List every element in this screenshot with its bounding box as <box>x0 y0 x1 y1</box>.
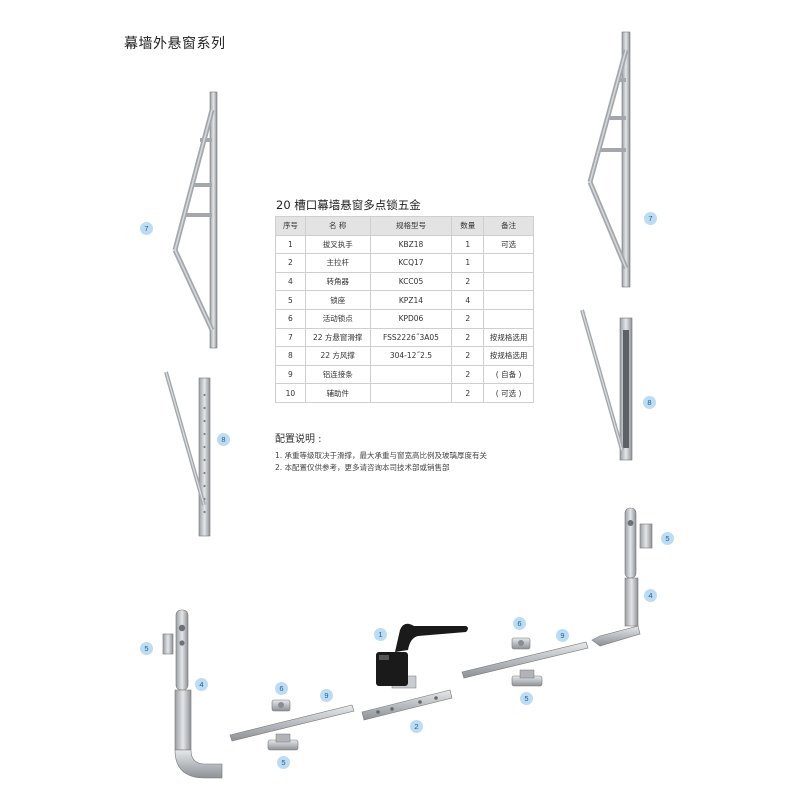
cell-qty: 2 <box>451 383 485 403</box>
cell-remark <box>483 271 534 292</box>
cell-qty: 2 <box>451 271 485 292</box>
cell-model: KPD06 <box>369 308 453 329</box>
table-row: 7 22 方悬窗滑撑 FSS2226˝3A05 2 按规格选用 <box>275 327 534 348</box>
cell-index: 4 <box>275 271 306 292</box>
note-line: 1. 承重等级取决于滑撑，最大承重与窗宽高比例及玻璃厚度有关 <box>275 451 488 460</box>
table-row: 8 22 方风撑 304-12˝2.5 2 按规格选用 <box>275 346 534 366</box>
cell-qty: 1 <box>451 234 485 255</box>
table-row: 2 主拉杆 KCQ17 1 <box>275 253 534 273</box>
cell-index: 7 <box>275 327 306 348</box>
cell-name: 辅助件 <box>304 383 371 403</box>
callout-badge-hinge-left: 7 <box>140 222 153 235</box>
cell-remark <box>483 253 534 273</box>
cell-qty: 4 <box>451 290 485 310</box>
cell-index: 8 <box>275 346 306 366</box>
callout-badge-keeper-left-top: 5 <box>140 642 153 655</box>
spec-table: 序号 名 称 规格型号 数量 备注 1 拔叉执手 KBZ18 1 可选 2 主拉… <box>275 216 534 403</box>
cell-name: 主拉杆 <box>304 253 371 273</box>
cell-model <box>369 383 453 403</box>
callout-badge-strip-right: 9 <box>556 629 569 642</box>
callout-badge-rod: 2 <box>410 720 423 733</box>
cell-model: KPZ14 <box>369 290 453 310</box>
cell-name: 活动锁点 <box>304 308 371 329</box>
cell-qty: 2 <box>451 308 485 329</box>
config-notes: 配置说明 : 1. 承重等级取决于滑撑，最大承重与窗宽高比例及玻璃厚度有关 2.… <box>275 430 487 474</box>
friction-hinge-right-image <box>587 31 631 288</box>
cell-model: KBZ18 <box>369 234 453 255</box>
cell-model: 304-12˝2.5 <box>369 346 453 366</box>
page-title: 幕墙外悬窗系列 <box>124 36 226 52</box>
stay-right-image <box>580 309 633 461</box>
stay-left-image <box>164 371 211 537</box>
callout-badge-hinge-right: 7 <box>644 212 657 225</box>
cell-qty: 2 <box>451 327 485 348</box>
table-row: 10 辅助件 2 ( 可选 ) <box>275 383 534 403</box>
cell-index: 9 <box>275 364 306 385</box>
cell-index: 6 <box>275 308 306 329</box>
table-row: 4 转角器 KCC05 2 <box>275 271 534 292</box>
callout-badge-keeper-right-top: 5 <box>661 532 674 545</box>
corner-drive-left-image <box>162 609 223 779</box>
note-line: 2. 本配置仅供参考，更多请咨询本司技术部或销售部 <box>275 463 450 472</box>
table-row: 5 锁座 KPZ14 4 <box>275 290 534 310</box>
callout-badge-corner-left: 4 <box>195 678 208 691</box>
cell-qty: 2 <box>451 346 485 366</box>
cell-model <box>369 364 453 385</box>
callout-badge-stay-left: 8 <box>217 433 230 446</box>
callout-badge-handle: 1 <box>374 628 387 641</box>
connecting-strip-left-image <box>229 699 355 751</box>
header-index: 序号 <box>275 216 306 236</box>
table-header-row: 序号 名 称 规格型号 数量 备注 <box>275 216 534 236</box>
cell-name: 22 方悬窗滑撑 <box>304 327 371 348</box>
cell-remark <box>483 308 534 329</box>
callout-badge-keeper-mid-right: 5 <box>520 692 533 705</box>
callout-badge-keeper-mid-left: 5 <box>277 756 290 769</box>
cell-name: 转角器 <box>304 271 371 292</box>
handle-image <box>376 623 468 689</box>
cell-index: 5 <box>275 290 306 310</box>
table-title: 20 槽口幕墙悬窗多点锁五金 <box>276 198 421 212</box>
cell-qty: 1 <box>451 253 485 273</box>
cell-model: FSS2226˝3A05 <box>369 327 453 348</box>
cell-index: 1 <box>275 234 306 255</box>
header-name: 名 称 <box>304 216 371 236</box>
cell-model: KCC05 <box>369 271 453 292</box>
callout-badge-corner-right: 4 <box>644 589 657 602</box>
cell-index: 2 <box>275 253 306 273</box>
header-qty: 数量 <box>451 216 485 236</box>
cell-name: 22 方风撑 <box>304 346 371 366</box>
callout-badge-strip-left: 9 <box>320 689 333 702</box>
cell-remark <box>483 290 534 310</box>
callout-badge-lockpoint-right: 6 <box>513 617 526 630</box>
cell-index: 10 <box>275 383 306 403</box>
cell-name: 铝连接条 <box>304 364 371 385</box>
cell-remark: ( 可选 ) <box>483 383 534 403</box>
header-remark: 备注 <box>483 216 534 236</box>
table-row: 6 活动锁点 KPD06 2 <box>275 308 534 329</box>
cell-name: 锁座 <box>304 290 371 310</box>
callout-badge-lockpoint-left: 6 <box>275 682 288 695</box>
corner-drive-right-image <box>591 507 653 647</box>
cell-name: 拔叉执手 <box>304 234 371 255</box>
callout-badge-stay-right: 8 <box>643 396 656 409</box>
cell-remark: 可选 <box>483 234 534 255</box>
cell-remark: ( 自备 ) <box>483 364 534 385</box>
table-row: 1 拔叉执手 KBZ18 1 可选 <box>275 234 534 255</box>
connecting-strip-right-image <box>461 637 589 687</box>
table-row: 9 铝连接条 2 ( 自备 ) <box>275 364 534 385</box>
cell-remark: 按规格选用 <box>483 346 534 366</box>
header-model: 规格型号 <box>369 216 453 236</box>
notes-heading: 配置说明 : <box>275 434 322 445</box>
main-rod-image <box>361 689 453 721</box>
cell-remark: 按规格选用 <box>483 327 534 348</box>
friction-hinge-left-image <box>172 91 218 349</box>
cell-model: KCQ17 <box>369 253 453 273</box>
cell-qty: 2 <box>451 364 485 385</box>
